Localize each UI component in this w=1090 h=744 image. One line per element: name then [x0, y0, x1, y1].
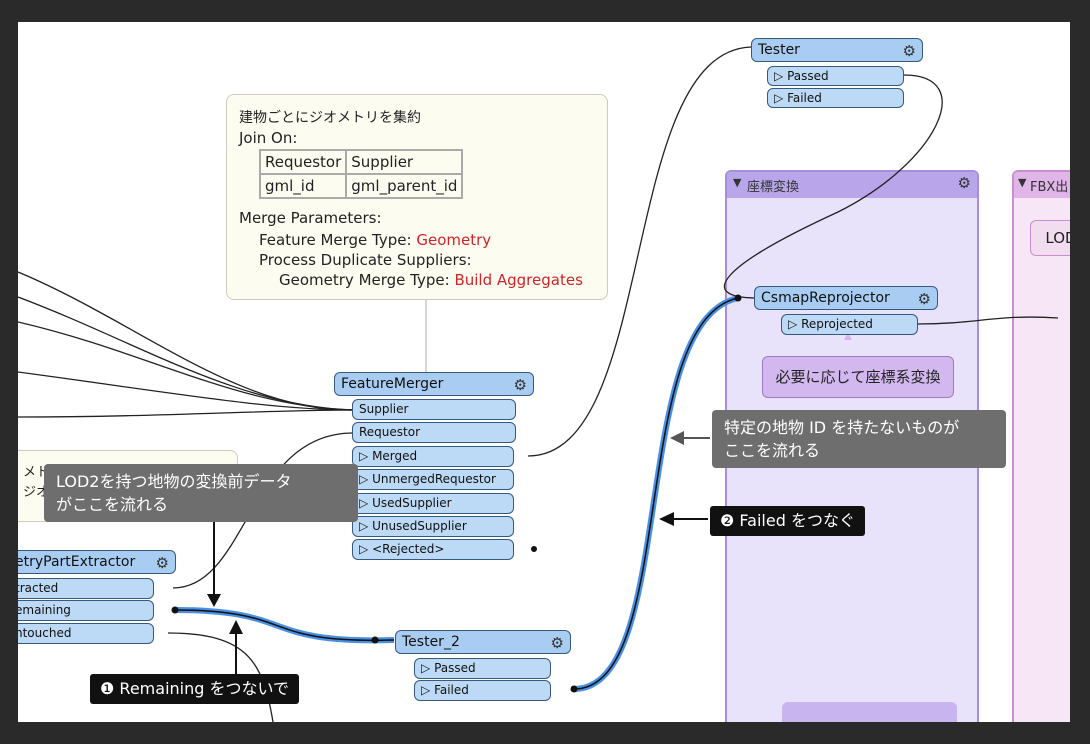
callout-text: 特定の地物 ID を持たないものが	[724, 418, 960, 437]
note-title: 建物ごとにジオメトリを集約	[239, 110, 421, 126]
bookmark-inner-box	[782, 702, 957, 722]
value: Geometry	[416, 231, 492, 249]
note-process-dup: Process Duplicate Suppliers:	[259, 251, 472, 269]
output-triangle-icon: ▷	[421, 661, 431, 675]
port-label: UsedSupplier	[372, 496, 452, 510]
port-label: Reprojected	[801, 317, 873, 331]
output-triangle-icon: ▷	[359, 449, 369, 463]
output-triangle-icon: ▷	[774, 69, 784, 83]
port-label: Passed	[787, 69, 829, 83]
geometrypartextractor-node[interactable]: etryPartExtractor ⚙	[18, 550, 176, 574]
output-triangle-icon: ▷	[359, 472, 369, 486]
output-triangle-icon: ▷	[421, 683, 431, 697]
output-untouched[interactable]: ntouched	[18, 623, 154, 644]
callout-text: がここを流れる	[56, 495, 169, 514]
join-table: Requestor Supplier gml_id gml_parent_id	[258, 149, 464, 199]
label: Geometry Merge Type:	[279, 271, 450, 289]
note-feature-merge-type: Feature Merge Type: Geometry	[259, 231, 491, 249]
table-cell: gml_parent_id	[345, 173, 464, 199]
gear-icon[interactable]: ⚙	[513, 376, 527, 394]
node-title: etryPartExtractor	[18, 554, 136, 570]
featuremerger-node[interactable]: FeatureMerger ⚙	[334, 372, 534, 396]
output-triangle-icon: ▷	[359, 519, 369, 533]
output-triangle-icon: ▷	[774, 91, 784, 105]
port-label: Requestor	[359, 425, 421, 439]
output-rejected[interactable]: ▷ <Rejected>	[352, 539, 514, 560]
note-text: 必要に応じて座標系変換	[775, 368, 941, 386]
output-triangle-icon: ▷	[788, 317, 798, 331]
port-label: <Rejected>	[372, 542, 445, 556]
output-usedsupplier[interactable]: ▷ UsedSupplier	[352, 493, 514, 514]
port-failed[interactable]: ▷ Failed	[767, 88, 904, 108]
port-label: UnmergedRequestor	[372, 472, 496, 486]
node-title: CsmapReprojector	[761, 290, 890, 306]
port-label: Failed	[434, 683, 469, 697]
workspace-canvas[interactable]: ▼ 座標変換 ⚙ ▼ FBX出 LOD	[18, 22, 1070, 722]
port-label: UnusedSupplier	[372, 519, 467, 533]
output-triangle-icon: ▷	[359, 542, 369, 556]
gear-icon[interactable]: ⚙	[917, 290, 931, 308]
callout-text: ここを流れる	[724, 441, 821, 460]
port-label: Passed	[434, 661, 476, 675]
input-supplier[interactable]: Supplier	[352, 399, 516, 420]
label-remaining-connect: ❶ Remaining をつないで	[90, 674, 299, 704]
label: Feature Merge Type:	[259, 231, 412, 249]
fbx-note[interactable]: LOD	[1030, 220, 1070, 256]
tester2-node[interactable]: Tester_2 ⚙	[395, 630, 571, 654]
fbx-note-text: LOD	[1045, 229, 1070, 247]
port-label: ntouched	[18, 626, 72, 640]
output-remaining[interactable]: emaining	[18, 600, 154, 621]
note-geometry-merge-type: Geometry Merge Type: Build Aggregates	[279, 271, 583, 289]
port-passed[interactable]: ▷ Passed	[414, 658, 551, 679]
callout-text: LOD2を持つ地物の変換前データ	[56, 472, 292, 491]
tester-node[interactable]: Tester ⚙	[751, 38, 923, 62]
gear-icon[interactable]: ⚙	[550, 634, 564, 652]
port-passed[interactable]: ▷ Passed	[767, 66, 904, 86]
output-merged[interactable]: ▷ Merged	[352, 446, 514, 467]
output-unmergedrequestor[interactable]: ▷ UnmergedRequestor	[352, 469, 514, 490]
input-requestor[interactable]: Requestor	[352, 422, 516, 443]
note-merge-params: Merge Parameters:	[239, 209, 382, 227]
note-join-on: Join On:	[239, 129, 298, 147]
bookmark-title: 座標変換	[747, 180, 800, 195]
bookmark-fbx-output[interactable]: ▼ FBX出 LOD	[1012, 170, 1070, 722]
port-label: Supplier	[359, 402, 409, 416]
table-cell: gml_id	[258, 173, 348, 199]
node-title: FeatureMerger	[341, 376, 444, 392]
callout-no-id: 特定の地物 ID を持たないものが ここを流れる	[712, 410, 1006, 468]
annotation-featuremerger[interactable]: 建物ごとにジオメトリを集約 Join On: Requestor Supplie…	[226, 94, 608, 300]
table-header: Requestor	[258, 149, 348, 175]
gear-icon[interactable]: ⚙	[957, 174, 971, 192]
output-unusedsupplier[interactable]: ▷ UnusedSupplier	[352, 516, 514, 537]
port-label: tracted	[18, 581, 59, 595]
port-label: Failed	[787, 91, 822, 105]
collapse-triangle-icon[interactable]: ▼	[733, 176, 742, 189]
port-label: emaining	[18, 603, 71, 617]
node-title: Tester	[758, 42, 800, 58]
output-extracted[interactable]: tracted	[18, 578, 154, 599]
connection-wires	[18, 46, 1059, 722]
value: Build Aggregates	[454, 271, 583, 289]
callout-lod2: LOD2を持つ地物の変換前データ がここを流れる	[44, 464, 358, 522]
csmap-note[interactable]: 必要に応じて座標系変換	[762, 356, 954, 398]
node-title: Tester_2	[402, 634, 460, 650]
csmapreprojector-node[interactable]: CsmapReprojector ⚙	[754, 286, 938, 310]
port-label: Merged	[372, 449, 418, 463]
bookmark-title: FBX出	[1030, 180, 1069, 195]
output-reprojected[interactable]: ▷ Reprojected	[781, 314, 918, 335]
table-header: Supplier	[345, 149, 464, 175]
output-triangle-icon: ▷	[359, 496, 369, 510]
label-failed-connect: ❷ Failed をつなぐ	[710, 506, 865, 536]
gear-icon[interactable]: ⚙	[902, 42, 916, 60]
port-failed[interactable]: ▷ Failed	[414, 680, 551, 701]
gear-icon[interactable]: ⚙	[155, 554, 169, 572]
collapse-triangle-icon[interactable]: ▼	[1018, 176, 1027, 189]
